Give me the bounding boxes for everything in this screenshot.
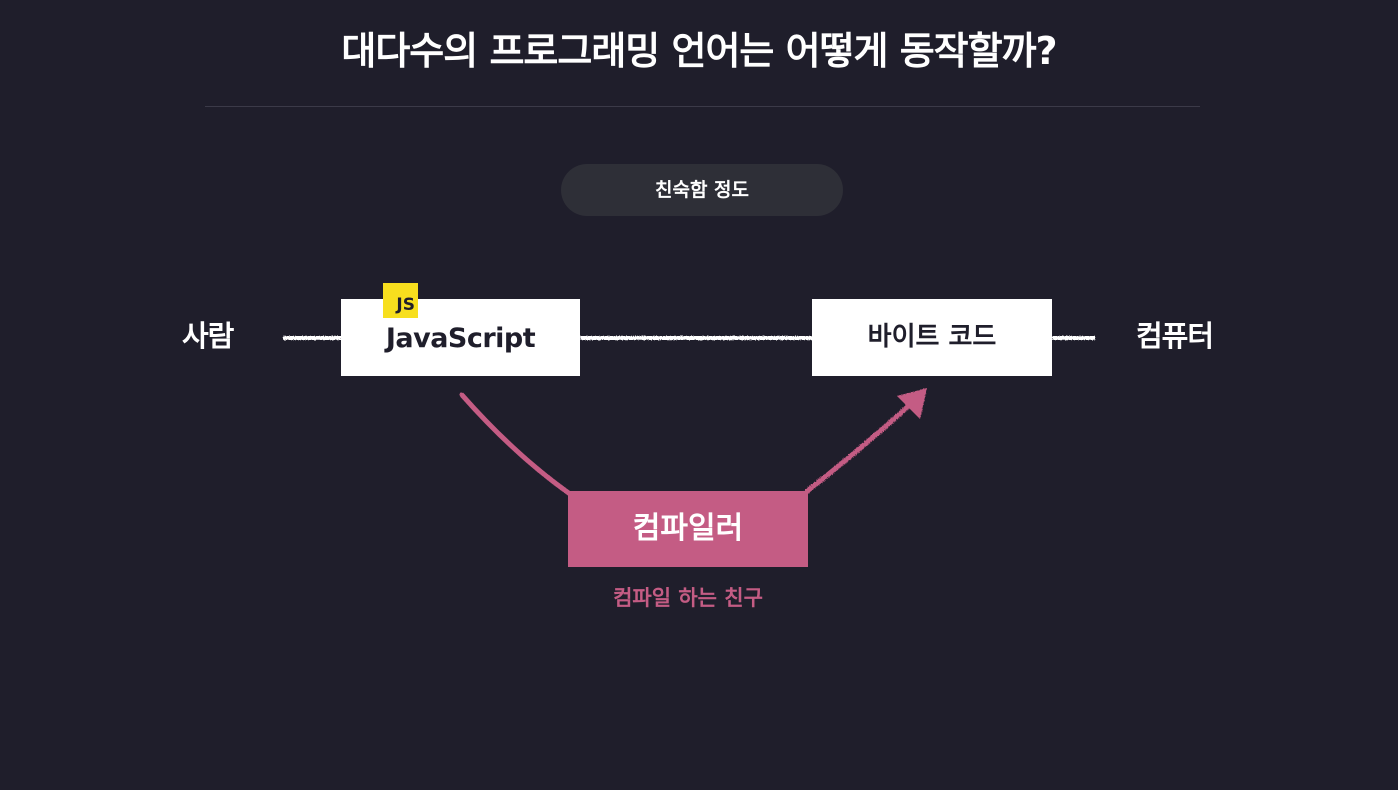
javascript-label: JavaScript [385,323,536,354]
arrow-js-to-compiler [459,392,573,497]
arrowhead-icon [897,388,927,419]
javascript-node: JavaScript [341,299,580,376]
arrow-compiler-to-bytecode [803,399,916,495]
compiler-caption: 컴파일 하는 친구 [613,586,763,610]
page-title: 대다수의 프로그래밍 언어는 어떻게 동작할까? [341,29,1057,73]
js-logo-icon: JS [383,283,418,318]
title-divider [205,106,1200,107]
computer-label: 컴퓨터 [1136,319,1214,353]
bytecode-node: 바이트 코드 [812,299,1052,376]
compiler-node: 컴파일러 [568,491,808,567]
bytecode-label: 바이트 코드 [867,322,997,352]
familiarity-pill: 친숙함 정도 [561,164,843,216]
person-label: 사람 [182,319,234,353]
